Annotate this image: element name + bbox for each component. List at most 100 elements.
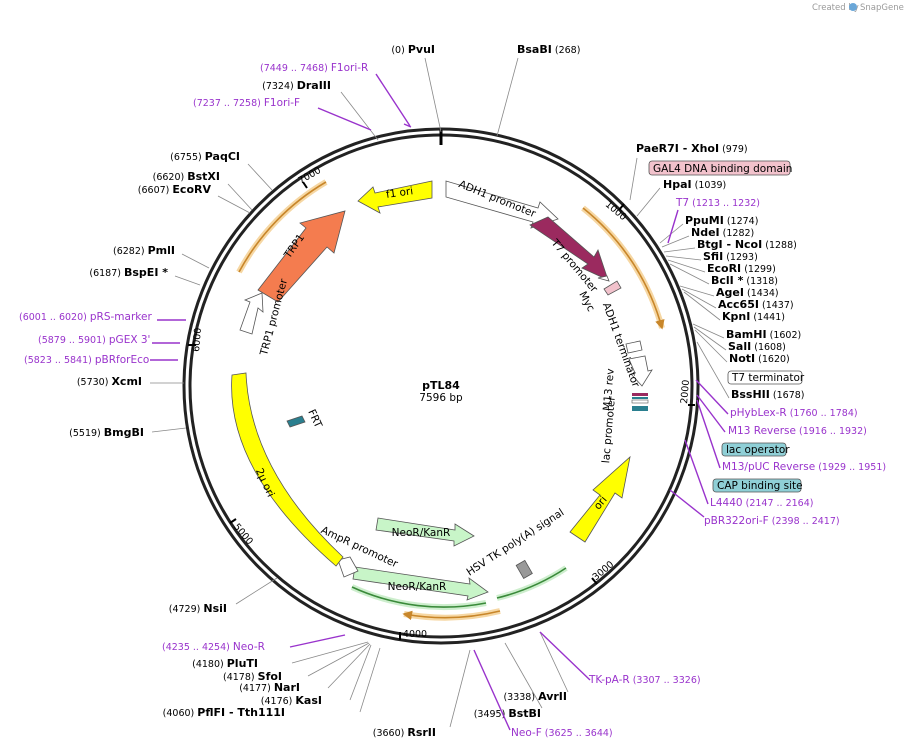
- restriction-site: BclI * (1318): [711, 274, 778, 287]
- site-name: PaqCI: [205, 150, 240, 163]
- site-name: KasI: [295, 694, 322, 707]
- primer-line-neo-f: [473, 649, 511, 731]
- primer-label: Neo-F (3625 .. 3644): [511, 727, 613, 739]
- site-position: (1434): [747, 288, 779, 299]
- site-position: (7324): [262, 81, 294, 92]
- tick-label: 2000: [679, 379, 692, 404]
- restriction-site: SfiI (1293): [703, 250, 758, 263]
- primer-label: (4235 .. 4254) Neo-R: [162, 641, 265, 653]
- site-name: NarI: [274, 681, 300, 694]
- site-leader-line: [151, 427, 187, 433]
- primer-line-f1ori-r: [375, 73, 411, 127]
- primer-name: pBRforEco: [95, 354, 149, 366]
- primer-label: (7237 .. 7258) F1ori-F: [193, 97, 300, 109]
- primer-line-m13rev: [696, 394, 726, 433]
- primer-range: (7237 .. 7258): [193, 98, 261, 109]
- site-name: BamHI: [726, 328, 767, 341]
- primer-range: (1213 .. 1232): [692, 198, 760, 209]
- feature-neo-arc: [351, 586, 487, 608]
- site-position: (268): [555, 45, 581, 56]
- site-name: AvrII: [538, 690, 567, 703]
- site-position: (1274): [727, 216, 759, 227]
- restriction-site: (6620) BstXI: [153, 170, 220, 183]
- primer-markers: [150, 73, 729, 731]
- site-position: (6282): [113, 246, 145, 257]
- restriction-site: EcoRI (1299): [707, 262, 776, 275]
- box-gal4: [648, 160, 791, 176]
- primer-name: pBR322ori-F: [704, 515, 769, 527]
- feature-label-neokan1: NeoR/KanR: [392, 527, 451, 539]
- feature-lac-operator: [632, 397, 648, 399]
- restriction-site: (6755) PaqCI: [170, 150, 240, 163]
- site-name: PvuI: [408, 43, 435, 56]
- site-leader-line: [667, 259, 706, 273]
- site-leader-line: [327, 643, 371, 689]
- site-leader-line: [227, 183, 253, 211]
- feature-label-frt: FRT: [305, 408, 324, 431]
- restriction-site: BssHII (1678): [731, 388, 805, 401]
- site-position: (1299): [744, 264, 776, 275]
- site-position: (4180): [192, 659, 224, 670]
- primer-tick-f1ori-r: [403, 123, 412, 128]
- feature-ori: [569, 455, 631, 543]
- primer-label: pBR322ori-F (2398 .. 2417): [704, 515, 840, 527]
- site-name: Acc65I: [718, 298, 759, 311]
- tick-label: 5000: [231, 522, 255, 548]
- site-leader-line: [681, 288, 717, 309]
- box-t7-terminator: [727, 370, 803, 385]
- site-leader-line: [291, 641, 369, 664]
- feature-neor-kanr-1: [375, 517, 475, 547]
- plasmid-length: 7596 bp: [419, 392, 463, 404]
- site-name: PpuMI: [685, 214, 724, 227]
- restriction-site: (0) PvuI: [391, 43, 435, 56]
- tick-mark: [302, 181, 308, 189]
- primer-range: (5823 .. 5841): [24, 355, 92, 366]
- restriction-site: KpnI (1441): [722, 310, 785, 323]
- primer-line-neo-r: [289, 634, 346, 648]
- site-position: (1293): [726, 252, 758, 263]
- plasmid-name: pTL84: [422, 379, 460, 392]
- restriction-site: (6607) EcoRV: [138, 183, 212, 196]
- site-position: (3660): [373, 728, 405, 739]
- site-position: (1678): [773, 390, 805, 401]
- feature-label-myc: Myc: [576, 289, 597, 313]
- site-leader-line: [692, 323, 725, 339]
- feature-label-m13rev: M13 rev: [601, 368, 617, 411]
- site-position: (979): [722, 144, 748, 155]
- feature-myc: [603, 280, 622, 296]
- restriction-site: (5730) XcmI: [77, 375, 142, 388]
- primer-range: (6001 .. 6020): [19, 312, 87, 323]
- site-position: (1608): [754, 342, 786, 353]
- primer-name: pRS-marker: [90, 311, 153, 323]
- site-leader-line: [424, 57, 442, 133]
- primer-name: M13/pUC Reverse: [722, 461, 815, 473]
- primer-range: (4235 .. 4254): [162, 642, 230, 653]
- primer-line-pbr322: [669, 489, 705, 518]
- restriction-site: (4729) NsiI: [169, 602, 227, 615]
- site-position: (1441): [753, 312, 785, 323]
- primer-range: (2147 .. 2164): [746, 498, 814, 509]
- restriction-site: NdeI (1282): [691, 226, 754, 239]
- site-leader-line: [247, 163, 273, 191]
- feature-lac-promoter: [631, 399, 649, 404]
- restriction-site: PaeR7I - XhoI (979): [636, 142, 748, 155]
- feature-2mu-ori: [231, 372, 344, 567]
- site-name: BclI *: [711, 274, 744, 287]
- restriction-site: (3495) BstBI: [474, 707, 541, 720]
- site-name: PluTI: [227, 657, 258, 670]
- primer-label: TK-pA-R (3307 .. 3326): [588, 674, 701, 686]
- primer-line-phyblex: [695, 379, 729, 415]
- site-name: BsaBI: [517, 43, 552, 56]
- site-leader-line: [349, 644, 372, 701]
- site-position: (1620): [758, 354, 790, 365]
- primer-labels: (7449 .. 7468) F1ori-R(7237 .. 7258) F1o…: [19, 62, 886, 739]
- site-position: (5730): [77, 377, 109, 388]
- restriction-site: (4060) PflFI - Tth111I: [163, 706, 285, 719]
- site-name: EcoRV: [172, 183, 211, 196]
- primer-name: L4440: [710, 497, 743, 509]
- site-position: (4177): [239, 683, 271, 694]
- site-position: (0): [391, 45, 404, 56]
- site-position: (4176): [261, 696, 293, 707]
- restriction-site: BtgI - NcoI (1288): [697, 238, 797, 251]
